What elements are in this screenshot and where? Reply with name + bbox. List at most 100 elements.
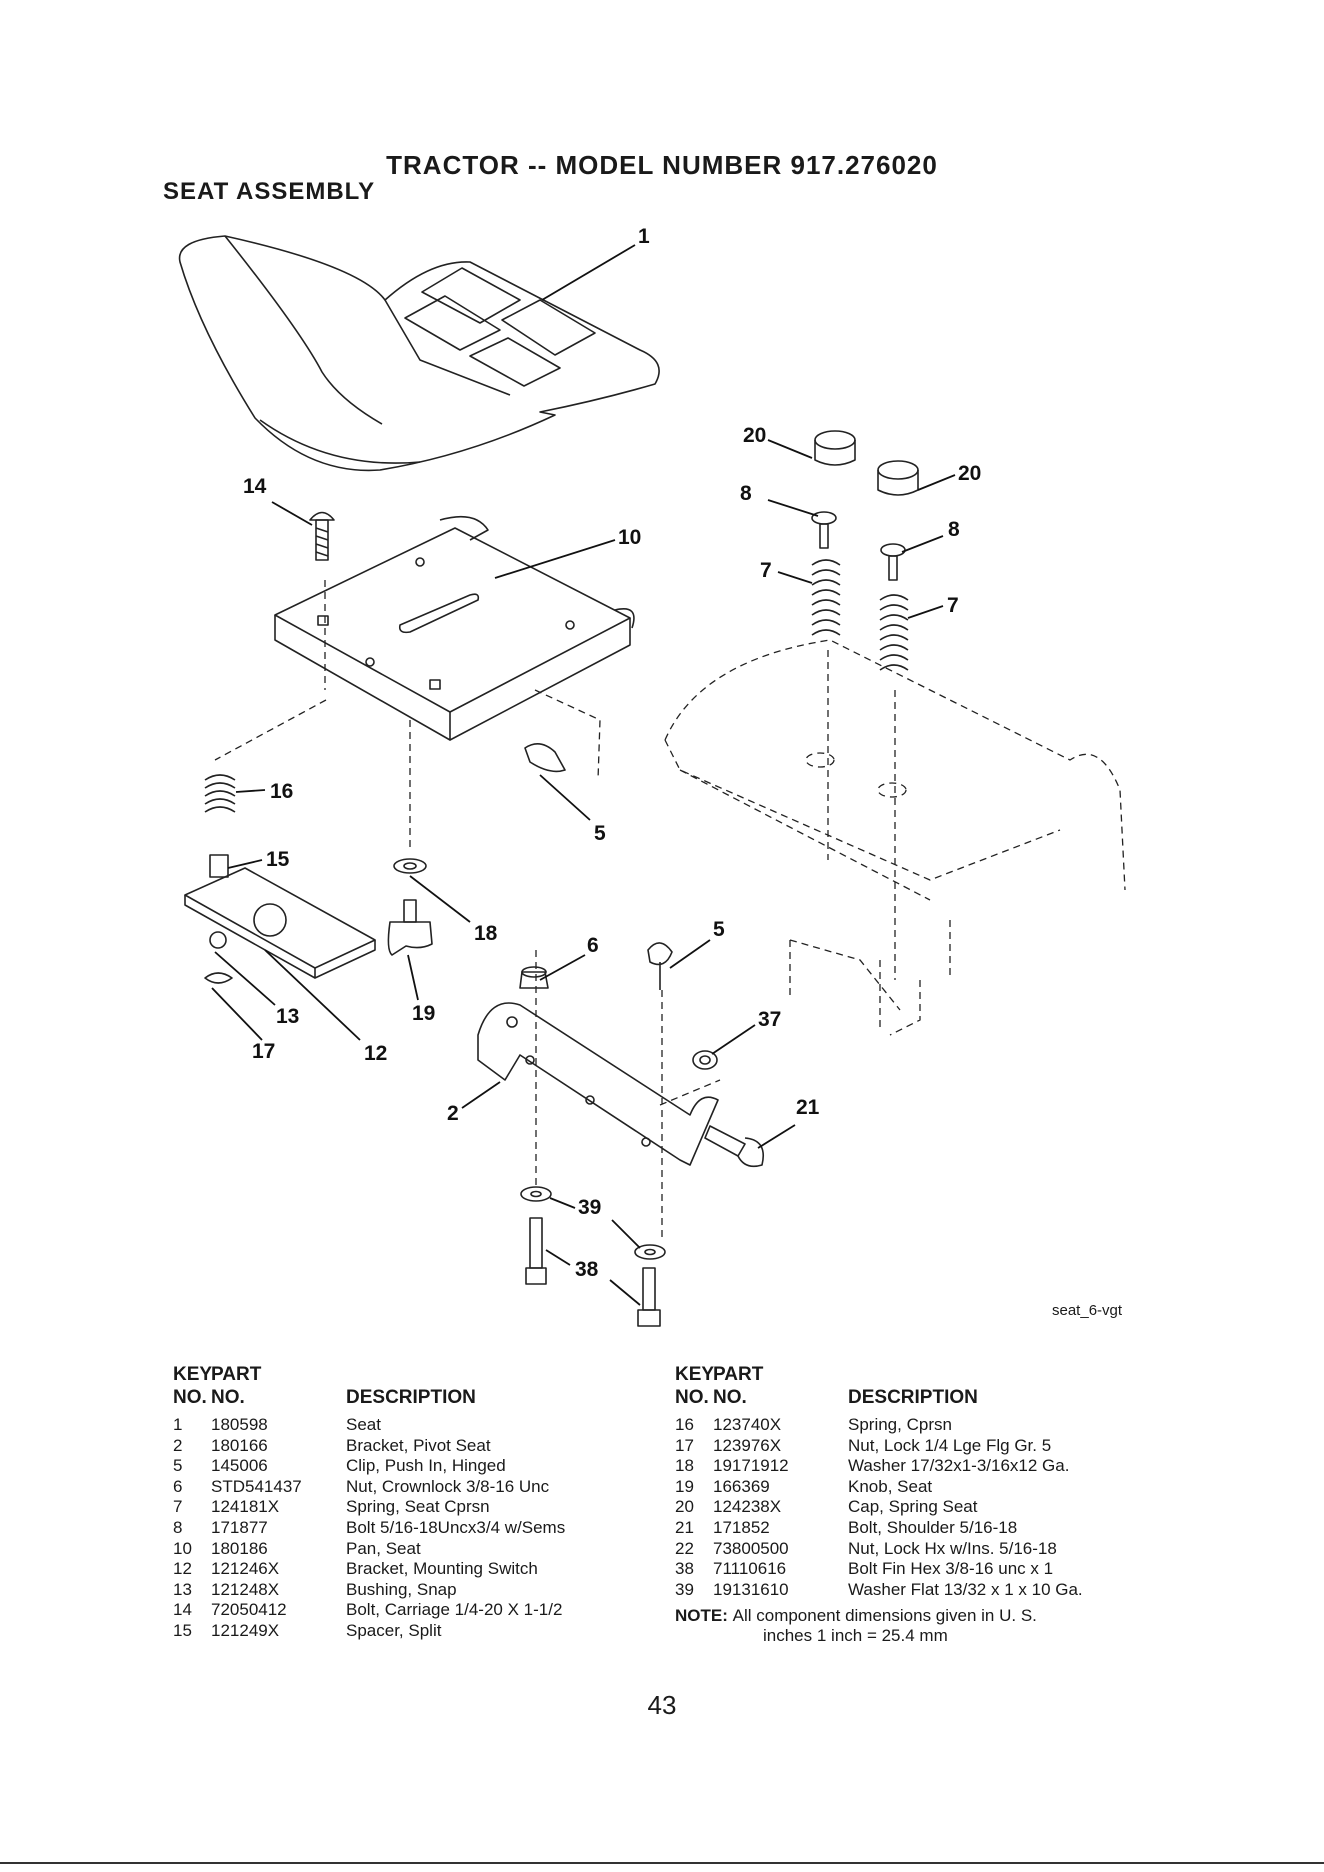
- key-cell: 21: [675, 1517, 694, 1537]
- part-number-cell: STD541437: [211, 1476, 302, 1496]
- description-cell: Nut, Crownlock 3/8-16 Unc: [346, 1476, 550, 1496]
- key-cell: 5: [173, 1456, 183, 1476]
- key-cell: 13: [173, 1579, 192, 1599]
- seat-pan-part: [274, 515, 635, 741]
- description-cell: Washer 17/32x1-3/16x12 Ga.: [848, 1456, 1070, 1476]
- crownlock-nut-part: [519, 966, 549, 989]
- part-number-cell: 124238X: [713, 1497, 782, 1517]
- callout-6: 6: [587, 934, 599, 957]
- shoulder-bolt-part: [704, 1125, 764, 1168]
- part-number-cell: 121246X: [211, 1559, 280, 1579]
- callout-15: 15: [266, 848, 290, 871]
- part-number-cell: 171852: [713, 1517, 770, 1537]
- description-cell: Cap, Spring Seat: [848, 1497, 978, 1517]
- description-cell: Knob, Seat: [848, 1476, 933, 1496]
- callout-leaders: [211, 244, 956, 1306]
- page-bottom-rule: [0, 1862, 1324, 1864]
- table-row: 38 71110616 Bolt Fin Hex 3/8-16 unc x 1: [675, 1559, 1155, 1580]
- description-cell: Pan, Seat: [346, 1538, 421, 1558]
- hex-bolts-and-washers: [520, 1186, 666, 1327]
- description-cell: Clip, Push In, Hinged: [346, 1456, 506, 1476]
- part-number-cell: 124181X: [211, 1497, 280, 1517]
- dimension-note: NOTE: All component dimensions given in …: [675, 1606, 1155, 1646]
- table-row: 5 145006 Clip, Push In, Hinged: [173, 1456, 643, 1477]
- description-cell: Bolt, Carriage 1/4-20 X 1-1/2: [346, 1600, 563, 1620]
- part-number-cell: 180186: [211, 1538, 268, 1558]
- callout-12: 12: [364, 1042, 387, 1065]
- part-number-cell: 171877: [211, 1517, 268, 1537]
- note-line-1: All component dimensions given in U. S.: [732, 1606, 1037, 1626]
- table-row: 8 171877 Bolt 5/16-18Uncx3/4 w/Sems: [173, 1518, 643, 1539]
- callout-18: 18: [474, 922, 498, 945]
- description-cell: Spring, Cprsn: [848, 1415, 952, 1434]
- table-row: 15 121249X Spacer, Split: [173, 1621, 643, 1642]
- callout-38: 38: [575, 1258, 599, 1281]
- key-cell: 38: [675, 1559, 694, 1579]
- part-number-cell: 121249X: [211, 1620, 280, 1640]
- header-description: DESCRIPTION: [848, 1387, 978, 1408]
- callout-7a: 7: [760, 559, 772, 582]
- key-cell: 17: [675, 1435, 694, 1455]
- part-number-cell: 145006: [211, 1456, 268, 1476]
- exploded-parts-diagram: 1 14 10 20 20 8 8 7 7 16 15 5 18 13 17 1…: [178, 225, 1126, 1327]
- header-key: KEY: [675, 1364, 715, 1385]
- part-number-cell: 71110616: [713, 1559, 787, 1579]
- key-cell: 1: [173, 1415, 183, 1434]
- table-header-row-1: KEY PART: [173, 1363, 643, 1386]
- key-cell: 15: [173, 1620, 192, 1640]
- callout-39: 39: [578, 1196, 601, 1219]
- callout-1: 1: [638, 225, 650, 248]
- description-cell: Spring, Seat Cprsn: [346, 1497, 490, 1517]
- page-title: TRACTOR -- MODEL NUMBER 917.276020: [386, 150, 938, 180]
- key-cell: 39: [675, 1579, 694, 1599]
- key-cell: 7: [173, 1497, 183, 1517]
- callout-21: 21: [796, 1096, 820, 1119]
- header-part-no: NO.: [713, 1387, 747, 1408]
- table-header-row-1: KEY PART: [675, 1363, 1155, 1386]
- header-no: NO.: [675, 1387, 709, 1408]
- callout-10: 10: [618, 526, 641, 549]
- table-header-row-2: NO. NO. DESCRIPTION: [675, 1386, 1155, 1409]
- header-part-no: NO.: [211, 1387, 245, 1408]
- callout-14: 14: [243, 475, 267, 498]
- part-number-cell: 19171912: [713, 1456, 789, 1476]
- key-cell: 14: [173, 1600, 192, 1620]
- key-cell: 19: [675, 1476, 694, 1496]
- key-cell: 6: [173, 1476, 183, 1496]
- part-number-cell: 72050412: [211, 1600, 287, 1620]
- key-cell: 22: [675, 1538, 694, 1558]
- callout-16: 16: [270, 780, 293, 803]
- note-line-2: inches 1 inch = 25.4 mm: [763, 1626, 948, 1646]
- callout-19: 19: [412, 1002, 435, 1025]
- description-cell: Spacer, Split: [346, 1620, 442, 1640]
- header-key: KEY: [173, 1364, 213, 1385]
- lock-nut-part: [692, 1050, 718, 1070]
- callout-20b: 20: [958, 462, 981, 485]
- key-cell: 2: [173, 1435, 183, 1455]
- switch-mount-parts: [184, 774, 376, 984]
- description-cell: Bracket, Pivot Seat: [346, 1435, 491, 1455]
- table-row: 7 124181X Spring, Seat Cprsn: [173, 1497, 643, 1518]
- tractor-frame-reference: [214, 580, 1126, 1240]
- part-number-cell: 19131610: [713, 1579, 789, 1599]
- section-title: SEAT ASSEMBLY: [163, 178, 376, 205]
- header-no: NO.: [173, 1387, 207, 1408]
- table-header-row-2: NO. NO. DESCRIPTION: [173, 1386, 643, 1409]
- hinged-clip-parts: [524, 743, 673, 990]
- description-cell: Bolt 5/16-18Uncx3/4 w/Sems: [346, 1517, 566, 1537]
- key-cell: 8: [173, 1517, 183, 1537]
- knob-and-washer-parts: [387, 858, 433, 956]
- description-cell: Bolt Fin Hex 3/8-16 unc x 1: [848, 1559, 1054, 1579]
- callout-2: 2: [447, 1102, 459, 1125]
